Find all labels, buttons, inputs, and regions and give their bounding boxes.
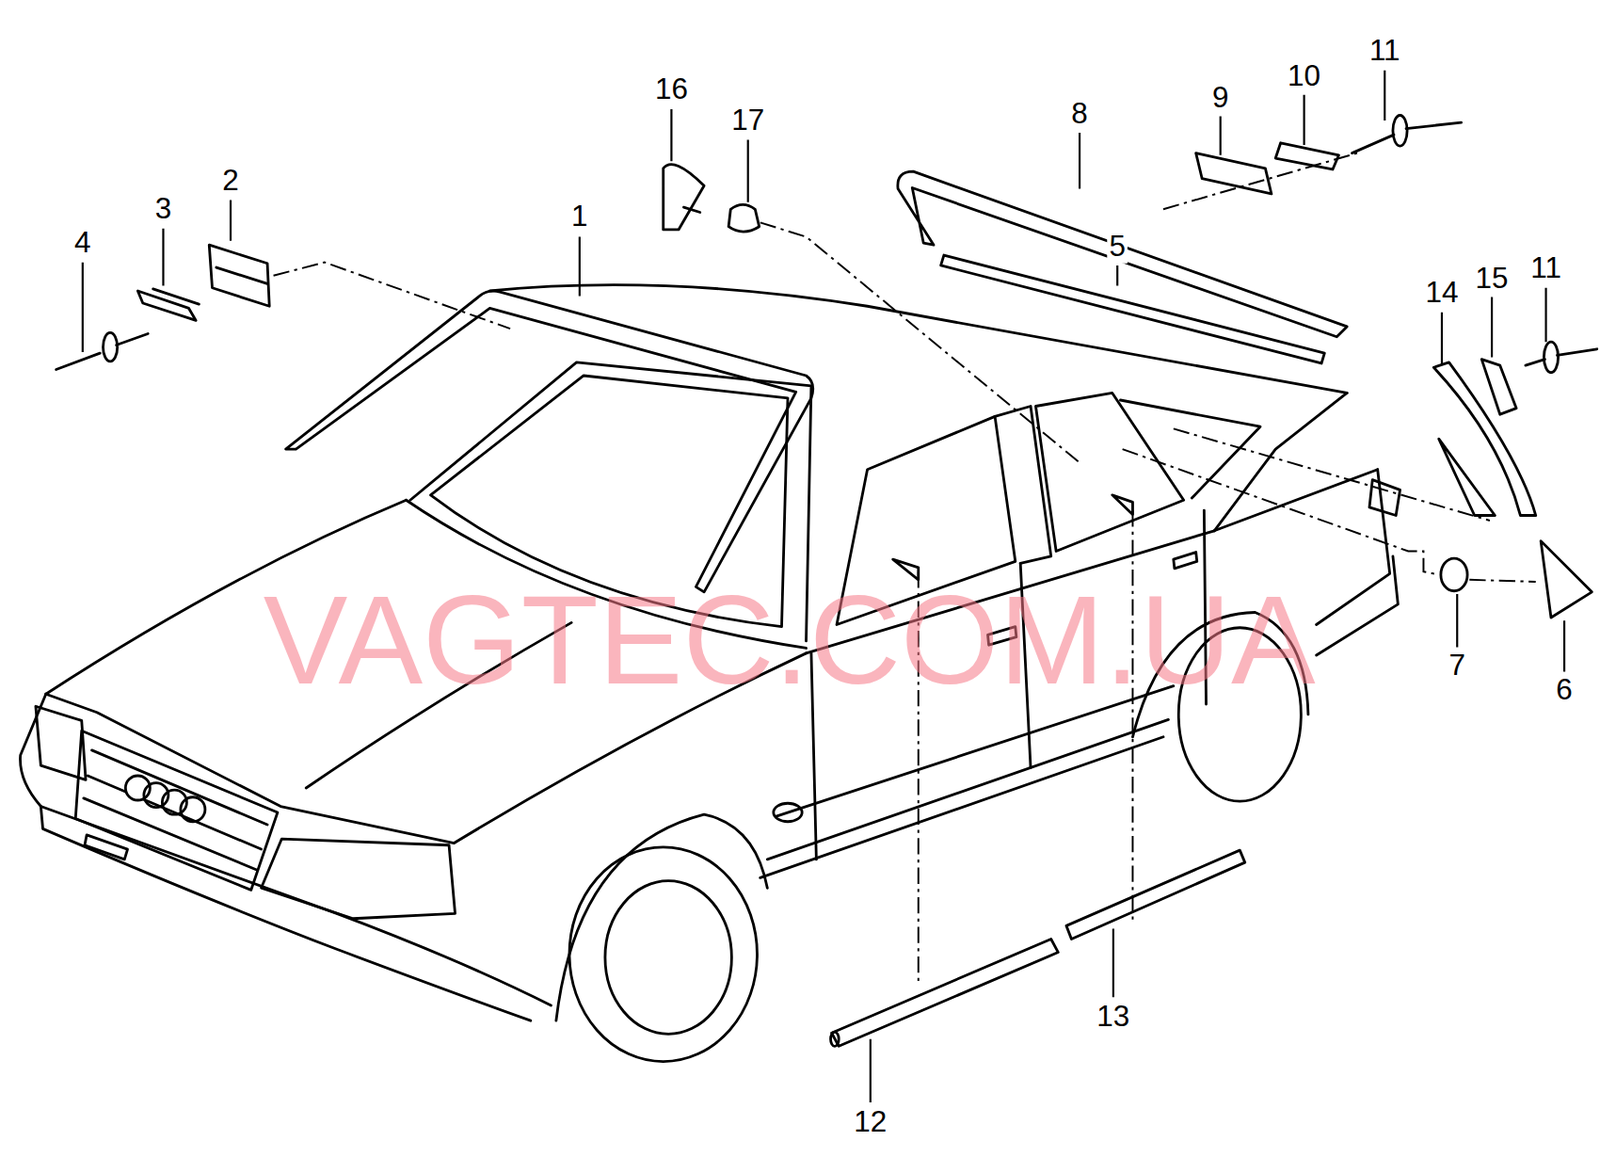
callout-number: 16 — [653, 73, 690, 107]
callout-number: 13 — [1094, 1000, 1132, 1034]
callout-number: 11 — [1528, 252, 1564, 286]
callout-number: 15 — [1472, 262, 1510, 296]
callout-number: 2 — [220, 164, 241, 198]
callout-number: 14 — [1423, 276, 1460, 310]
callout-number: 7 — [1446, 649, 1468, 683]
callout-number: 3 — [153, 192, 175, 226]
callout-number: 9 — [1210, 81, 1232, 115]
callout-number: 6 — [1553, 673, 1575, 707]
watermark: VAGTEC.COM.UA — [263, 576, 1316, 704]
callout-number: 5 — [1106, 230, 1128, 264]
callout-number: 1 — [569, 200, 591, 234]
callout-number: 8 — [1069, 97, 1090, 131]
callout-number: 11 — [1367, 34, 1403, 68]
callout-number: 10 — [1285, 60, 1323, 94]
callout-number: 12 — [851, 1105, 889, 1139]
callout-number: 4 — [72, 226, 94, 260]
callout-number: 17 — [729, 104, 767, 138]
